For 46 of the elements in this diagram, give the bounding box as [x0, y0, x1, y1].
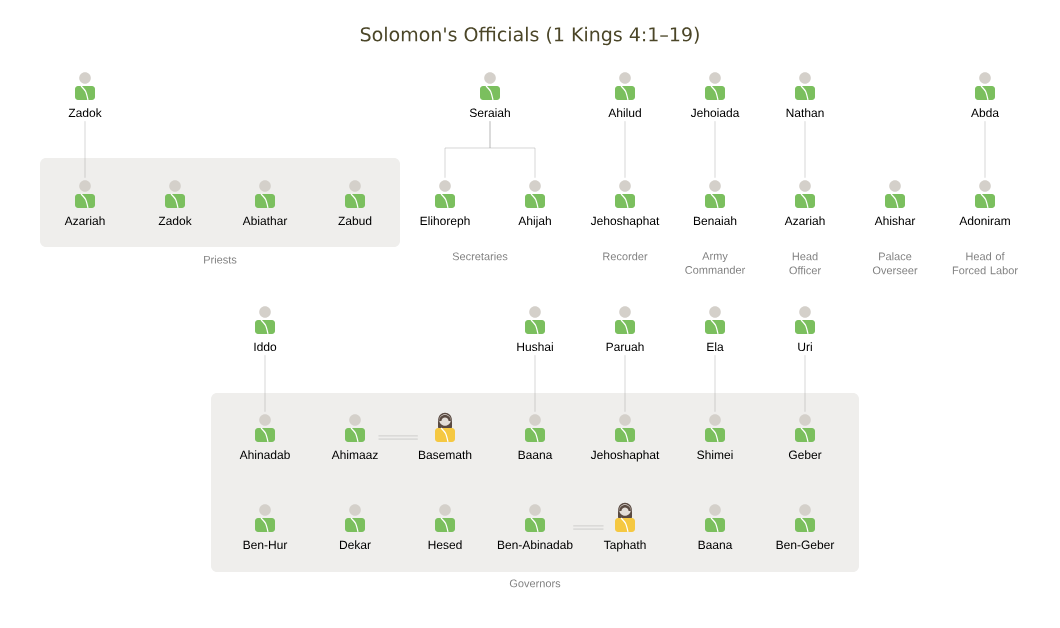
person-name: Ben-Abinadab: [497, 540, 573, 550]
person-name: Ahijah: [518, 216, 551, 228]
person-name: Zadok: [158, 216, 192, 226]
person-name: Ela: [707, 342, 724, 352]
person-name: Ahilud: [608, 108, 641, 118]
person-name: Abda: [971, 108, 999, 118]
person-name: Zabud: [338, 216, 372, 226]
person-name: Azariah: [784, 216, 825, 226]
person-name: Nathan: [786, 108, 824, 118]
person-name: Zadok: [68, 108, 102, 118]
person-name: Uri: [798, 342, 812, 352]
person-name: Baana: [518, 450, 553, 460]
person-name: Abiathar: [242, 216, 288, 226]
role-label: Palace Overseer: [872, 252, 918, 275]
person-name: Paruah: [606, 342, 644, 352]
role-label: Secretaries: [452, 252, 508, 261]
title: Solomon's Officials (1 Kings 4:1–19): [360, 26, 699, 46]
person-name: Jehoshaphat: [590, 450, 660, 462]
group-label: Priests: [204, 255, 237, 264]
person-name: Hushai: [517, 342, 553, 352]
person-name: Ahimaaz: [331, 450, 378, 460]
role-label: Army Commander: [685, 252, 746, 274]
person-name: Ben-Geber: [776, 540, 835, 550]
person-name: Iddo: [254, 342, 277, 352]
person-name: Elihoreph: [420, 216, 470, 228]
person-name: Dekar: [340, 540, 371, 550]
person-name: Taphath: [603, 540, 646, 552]
person-name: Ben-Hur: [243, 540, 288, 550]
person-name: Baana: [698, 540, 733, 550]
connector-line: [489, 121, 536, 178]
person-name: Ahishar: [874, 216, 916, 226]
person-name: Seraiah: [469, 108, 510, 118]
person-name: Geber: [788, 450, 822, 460]
person-name: Jehoiada: [690, 108, 740, 118]
person-name: Adoniram: [959, 216, 1010, 226]
person-name: Azariah: [64, 216, 105, 226]
person-name: Basemath: [419, 450, 472, 460]
person-name: Shimei: [697, 450, 733, 460]
person-name: Ahinadab: [239, 450, 290, 460]
group-label: Governors: [509, 579, 561, 588]
role-label: Head Officer: [789, 252, 821, 275]
person-name: Jehoshaphat: [590, 216, 660, 228]
role-label: Recorder: [603, 252, 648, 261]
person-name: Hesed: [428, 540, 462, 550]
role-label: Head of Forced Labor: [952, 252, 1018, 275]
person-name: Benaiah: [693, 216, 737, 226]
